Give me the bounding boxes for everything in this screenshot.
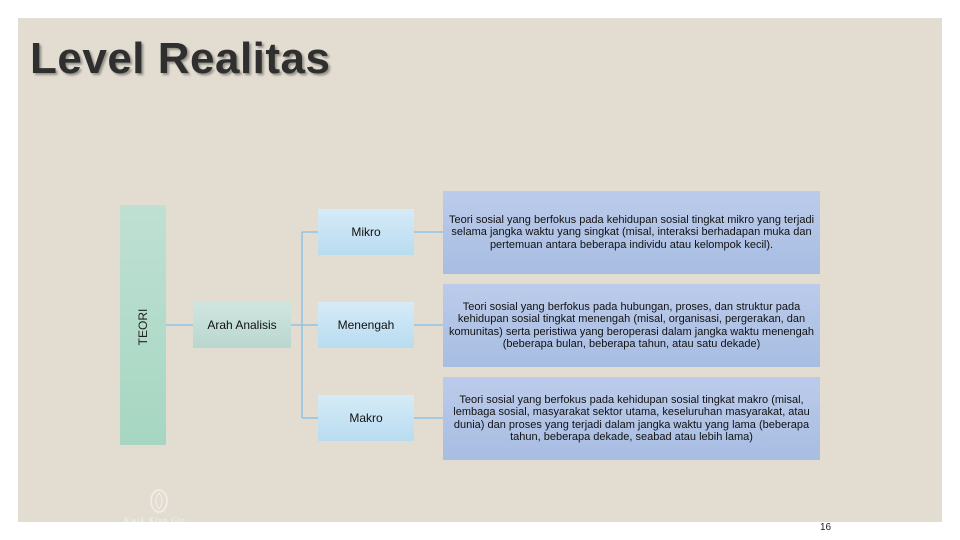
university-logo-icon bbox=[123, 488, 203, 521]
arah-analisis-box: Arah Analisis bbox=[193, 302, 291, 348]
teori-box bbox=[120, 205, 166, 445]
level-makro-box: Makro bbox=[318, 395, 414, 441]
description-menengah: Teori sosial yang berfokus pada hubungan… bbox=[443, 284, 820, 367]
level-menengah-box: Menengah bbox=[318, 302, 414, 348]
description-mikro: Teori sosial yang berfokus pada kehidupa… bbox=[443, 191, 820, 274]
slide-title: Level Realitas bbox=[30, 34, 331, 83]
page-number: 16 bbox=[820, 522, 832, 533]
description-makro: Teori sosial yang berfokus pada kehidupa… bbox=[443, 377, 820, 460]
level-mikro-box: Mikro bbox=[318, 209, 414, 255]
teori-label: TEORI bbox=[136, 308, 150, 346]
university-logo-text: Kwik Kian Gie bbox=[124, 516, 186, 525]
